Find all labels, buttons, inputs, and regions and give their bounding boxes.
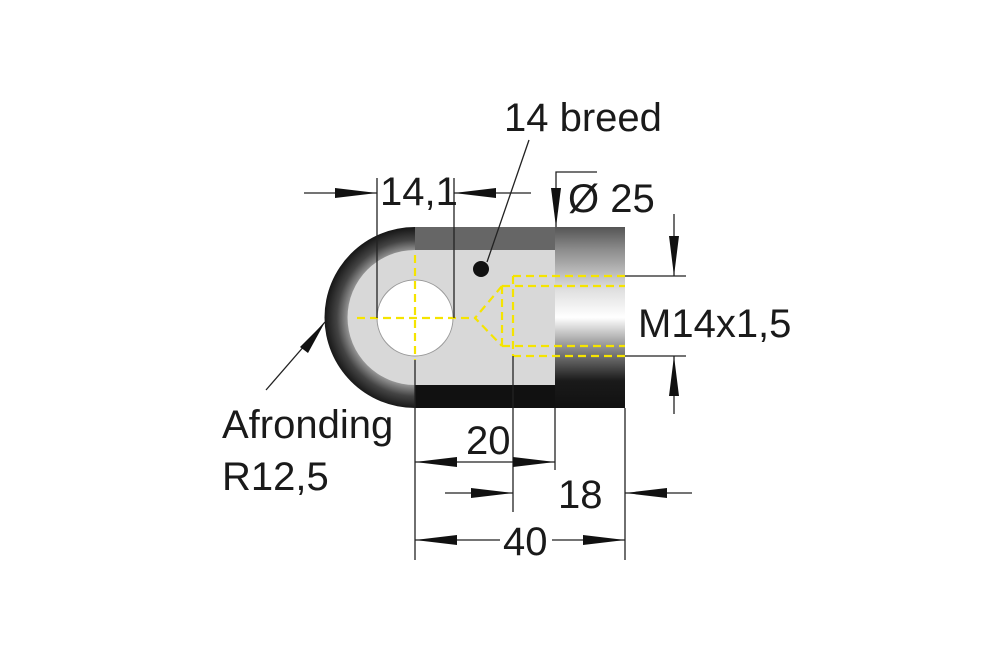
- width-label: 14 breed: [504, 96, 662, 140]
- hidden-lines: [357, 255, 625, 360]
- rounding-label: Afronding: [222, 403, 393, 447]
- cylinder-shank: [555, 227, 625, 408]
- hole-offset-label: 14,1: [380, 170, 458, 214]
- marker-dot: [473, 261, 489, 277]
- dim-20-label: 20: [466, 419, 511, 463]
- dimension-lines: [265, 139, 692, 560]
- rod-eye-bottom-shade: [415, 385, 555, 408]
- dim-40-label: 40: [503, 520, 548, 564]
- diameter-label: Ø 25: [568, 177, 655, 221]
- rod-eye-top-shade: [415, 227, 555, 250]
- thread-label: M14x1,5: [638, 302, 791, 346]
- dim-18-label: 18: [558, 473, 603, 517]
- rounding-radius-label: R12,5: [222, 455, 329, 499]
